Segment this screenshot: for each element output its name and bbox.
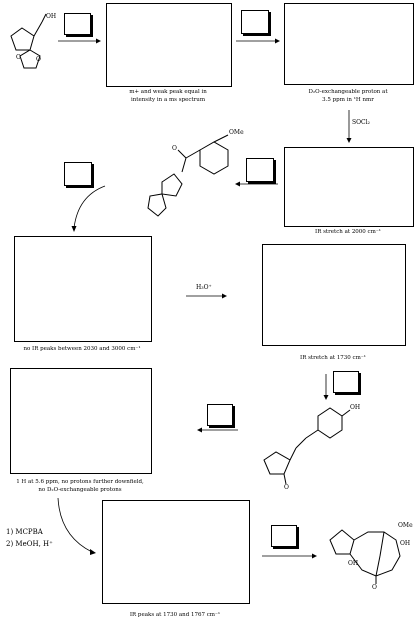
o-label-ketone: O	[172, 145, 177, 152]
answer-box-step2[interactable]	[284, 3, 414, 85]
caption-step4: no IR peaks between 2030 and 3000 cm⁻¹	[23, 346, 141, 352]
answer-box-step3[interactable]	[284, 147, 414, 227]
acetal-o-label-1: O	[16, 54, 21, 61]
oh-label-phenol: OH	[350, 404, 361, 411]
answer-box-step1[interactable]	[106, 3, 232, 87]
caption-step7: IR peaks at 1730 and 1767 cm⁻¹	[129, 612, 221, 618]
reagent-box-2[interactable]	[241, 10, 269, 34]
reagent-box-3[interactable]	[246, 158, 274, 182]
meoh-reagent: 2) MeOH, H⁺	[6, 540, 53, 548]
answer-box-step7[interactable]	[102, 500, 250, 604]
answer-box-step6[interactable]	[10, 368, 152, 474]
h3o-reagent: H₃O⁺	[196, 284, 212, 291]
caption-step2-line2: 3.5 ppm in ¹H nmr	[322, 97, 374, 103]
acetal-o-label-2: O	[36, 56, 41, 63]
socl2-reagent: SOCl₂	[352, 119, 370, 126]
o-label-product: O	[372, 584, 377, 591]
caption-step1-line1: m+ and weak peak equal in	[129, 89, 207, 95]
oh-label-start: OH	[46, 13, 57, 20]
caption-step1-line2: intensity in a ms spectrum	[130, 97, 206, 103]
phenol-intermediate-structure	[263, 407, 351, 485]
caption-step5: IR stretch at 1730 cm⁻¹	[300, 355, 366, 361]
caption-step6-line2: no D₂O-exchangeable protons	[38, 487, 122, 493]
starting-material-structure	[10, 13, 47, 69]
mcpba-reagent: 1) MCPBA	[6, 528, 43, 536]
answer-box-step5[interactable]	[262, 244, 406, 346]
caption-step2-line1: D₂O-exchangeable proton at	[308, 89, 388, 95]
oh-label-product-2: OH	[348, 560, 359, 567]
final-product-structure	[329, 529, 401, 584]
reagent-box-4[interactable]	[64, 162, 92, 186]
reagent-box-6[interactable]	[207, 404, 233, 426]
o-label-cyclopentanone: O	[284, 484, 289, 491]
ketone-intermediate-structure	[147, 134, 229, 217]
oh-label-product-1: OH	[400, 540, 411, 547]
answer-box-step4[interactable]	[14, 236, 152, 342]
caption-step6-line1: 1 H at 5.6 ppm, no protons further downf…	[16, 479, 144, 485]
ome-label-product: OMe	[398, 522, 413, 529]
reagent-box-5[interactable]	[333, 371, 359, 393]
ome-label-ketone: OMe	[229, 129, 244, 136]
caption-step3: IR stretch at 2000 cm⁻¹	[315, 229, 381, 235]
reagent-box-7[interactable]	[271, 525, 297, 547]
reagent-box-1[interactable]	[64, 13, 91, 35]
